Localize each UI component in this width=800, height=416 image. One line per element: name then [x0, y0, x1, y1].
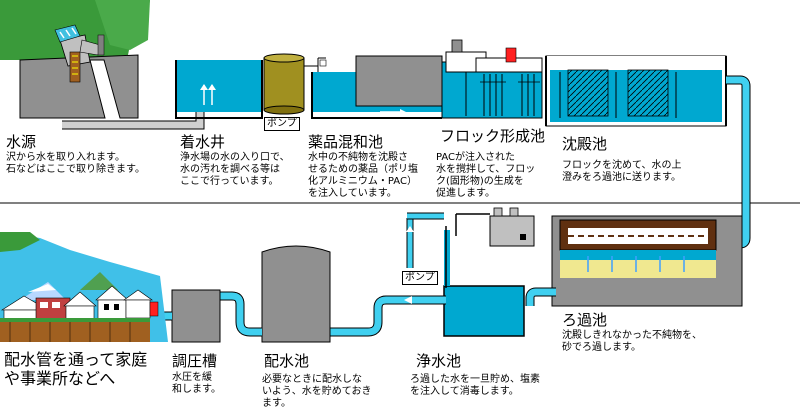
clean-water-illustration: [406, 207, 535, 337]
pump-label-lower: ポンプ: [402, 271, 438, 285]
distribution-reservoir-title: 配水池: [264, 352, 310, 370]
receiving-well-title: 着水井: [180, 133, 226, 151]
town-illustration: [0, 232, 168, 342]
pressure-tank-illustration: [171, 289, 221, 343]
distribution-reservoir-desc-line2: いよう、水を貯めておき: [262, 386, 372, 397]
sedimentation-desc-line2: 澄みをろ過池に送ります。: [562, 172, 681, 183]
filtration-title: ろ過池: [562, 311, 608, 329]
filtration-desc-line1: 沈殿しきれなかった不純物を、: [562, 330, 702, 341]
chemical-mixing-desc-line3: 化アルミニウム・PAC）: [308, 176, 417, 187]
floc-formation-title: フロック形成池: [440, 127, 546, 145]
floc-formation-desc-line3: ク(固形物)の生成を: [436, 176, 524, 187]
distribution-reservoir-desc-line1: 必要なときに配水しな: [262, 374, 362, 385]
source-title: 水源: [6, 133, 37, 151]
chemical-mixing-desc-line4: を注入しています。: [308, 188, 397, 199]
receiving-well-illustration: [175, 60, 263, 119]
receiving-well-desc-line1: 浄水場の水の入り口で、: [180, 152, 290, 163]
chemical-mixing-desc-line1: 水中の不純物を沈殿さ: [308, 152, 408, 163]
distribution-reservoir-illustration: [261, 245, 331, 343]
floc-formation-desc-line1: PACが注入された: [436, 152, 516, 163]
chemical-mixing-desc-line2: せるための薬品（ポリ塩: [308, 164, 418, 175]
chemical-mixing-title: 薬品混和池: [308, 133, 384, 151]
source-desc-line2: 石などはここで取り除きます。: [6, 164, 145, 175]
receiving-well-desc-line2: 水の汚れを調べる等は: [180, 164, 280, 175]
pressure-tank-desc-line2: 和します。: [172, 384, 221, 395]
mixing-floc-sedimentation-illustration: [311, 39, 727, 127]
filtration-illustration: [551, 215, 743, 307]
clean-water-desc-line2: を注入して消毒します。: [410, 386, 519, 397]
sedimentation-title: 沈殿池: [562, 135, 608, 153]
homes-title-line1: 配水管を通って家庭: [4, 350, 148, 369]
clean-water-desc-line1: ろ過した水を一旦貯め、塩素: [410, 374, 540, 385]
pump-label-upper: ポンプ: [264, 117, 300, 131]
receiving-well-desc-line3: ここで行っています。: [180, 176, 279, 187]
source-desc-line1: 沢から水を取り入れます。: [6, 152, 125, 163]
floc-formation-desc-line4: 促進します。: [436, 188, 495, 199]
pressure-tank-title: 調圧槽: [172, 352, 218, 370]
floc-formation-desc-line2: 水を撹拌して、フロッ: [436, 164, 536, 175]
homes-title-line2: や事業所などへ: [4, 369, 116, 388]
clean-water-title: 浄水池: [416, 352, 462, 370]
pressure-tank-desc-line1: 水圧を緩: [172, 372, 212, 383]
sedimentation-desc-line1: フロックを沈めて、水の上: [562, 160, 682, 171]
filtration-desc-line2: 砂でろ過します。: [562, 342, 641, 353]
distribution-reservoir-desc-line3: ます。: [262, 398, 291, 409]
source-illustration: [0, 0, 150, 119]
